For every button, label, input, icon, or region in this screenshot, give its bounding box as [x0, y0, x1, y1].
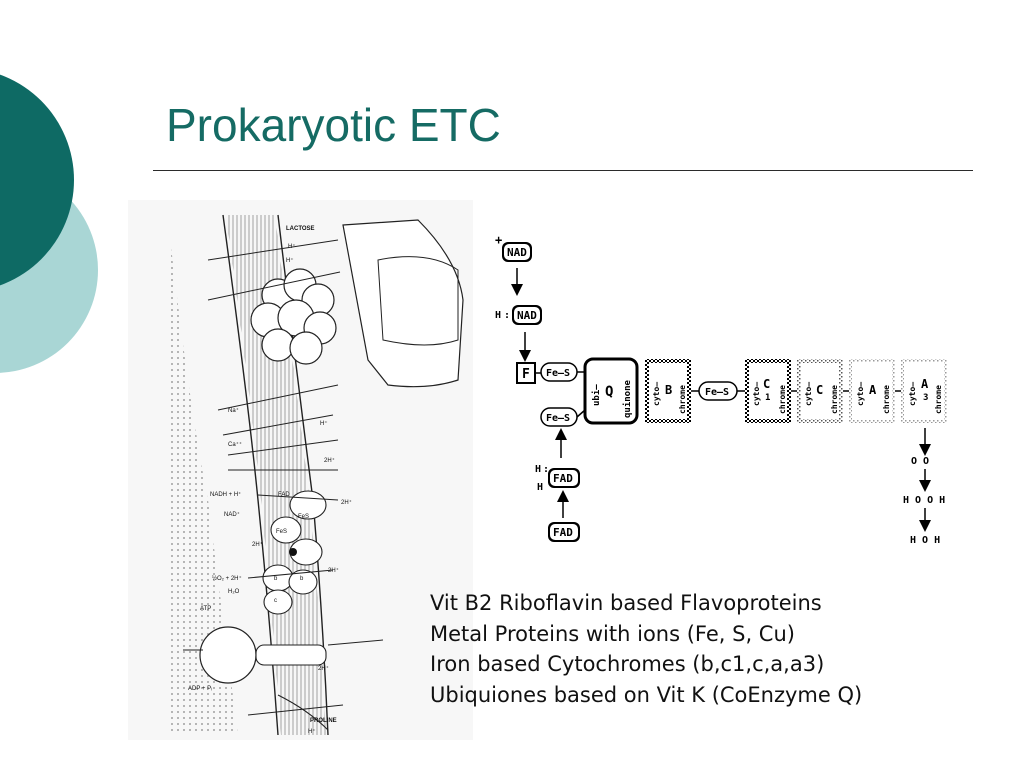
cyto-c-letter: C [816, 383, 823, 397]
bullet-ubiquinones: Ubiquiones based on Vit K (CoEnzyme Q) [430, 682, 863, 707]
label-h-plus-4: H⁺ [308, 728, 316, 735]
fadh-h-2: H [537, 482, 543, 493]
membrane-illustration: LACTOSE H⁺ H⁺ Na⁺ H⁺ Ca⁺⁺ 2H⁺ NADH + H⁺ … [128, 200, 473, 740]
label-2h-plus-5: 2H⁺ [318, 665, 329, 672]
cyto-b-letter: B [665, 383, 672, 397]
cyto-b-chrome-label: chrome [678, 385, 687, 414]
cyto-a-letter: A [869, 383, 877, 397]
ubi-label: ubi– [591, 384, 602, 406]
dark-teal-circle [0, 74, 74, 286]
fes-lower-label: Fe–S [546, 413, 570, 424]
label-b-1: b [274, 576, 278, 582]
svg-text::: : [504, 310, 510, 321]
cyto-a3-subscript: 3 [923, 393, 928, 403]
bullet-list: Vit B2 Riboflavin based Flavoproteins Me… [430, 588, 862, 710]
nadh-h-label: H [495, 310, 501, 321]
cyto-b-cyto-label: cyto– [652, 382, 661, 406]
cyto-a3-cyto-label: cyto– [908, 382, 917, 406]
label-ca-plus: Ca⁺⁺ [228, 441, 242, 448]
svg-text:+: + [495, 233, 502, 247]
nad-plus-label: NAD [507, 246, 527, 259]
fes-middle-label: Fe–S [705, 387, 729, 398]
label-h-plus-1: H⁺ [288, 243, 296, 250]
label-fes-2: FeS [276, 529, 287, 535]
label-o2: ½O₂ + 2H⁺ [212, 575, 242, 582]
cyto-a-cyto-label: cyto– [856, 382, 865, 406]
fadh-h-1: H [535, 464, 541, 475]
label-2h-plus-3: 2H⁺ [252, 541, 263, 548]
electron-transport-chain-diagram: + NAD H : NAD F Fe–S Fe–S ubi– Q quinone… [495, 233, 947, 546]
flavoprotein-f-label: F [522, 367, 530, 382]
label-2h-plus-2: 2H⁺ [341, 499, 352, 506]
cyto-c1-chrome-label: chrome [778, 385, 787, 414]
bullet-metal-proteins: Metal Proteins with ions (Fe, S, Cu) [430, 621, 795, 646]
cyto-c1-subscript: 1 [765, 393, 770, 403]
label-nadh: NADH + H⁺ [210, 491, 241, 498]
label-2h-plus-4: 2H⁺ [328, 567, 339, 574]
label-atp: ATP [200, 606, 211, 612]
decor-circles [0, 74, 98, 373]
cyto-a-chrome-label: chrome [882, 385, 891, 414]
label-c: c [274, 598, 277, 604]
cyto-c1-cyto-label: cyto– [752, 382, 761, 406]
cyto-c-cyto-label: cyto– [804, 382, 813, 406]
bullet-cytochromes: Iron based Cytochromes (b,c1,c,a,a3) [430, 652, 825, 676]
svg-text::: : [543, 464, 549, 475]
bullet-flavoproteins: Vit B2 Riboflavin based Flavoproteins [430, 591, 822, 615]
cyto-c1-letter: C [763, 377, 770, 391]
title-underline [153, 170, 973, 171]
label-na-plus: Na⁺ [228, 407, 239, 414]
label-lactose: LACTOSE [286, 226, 315, 232]
cyto-a3-chrome-label: chrome [934, 385, 943, 414]
fes-top-label: Fe–S [546, 368, 570, 379]
quinone-label: quinone [622, 379, 633, 418]
label-adp: ADP + Pᵢ [188, 686, 212, 692]
label-fes-1: FeS [298, 514, 309, 520]
oxygen-label: O O [911, 456, 929, 467]
nadh-label: NAD [517, 309, 537, 322]
label-fad: FAD [278, 492, 290, 498]
slide-title: Prokaryotic ETC [166, 99, 501, 151]
label-proline: PROLINE [310, 718, 337, 724]
label-nad-plus: NAD⁺ [224, 511, 240, 518]
label-h2o: H₂O [228, 589, 240, 595]
label-h-plus-2: H⁺ [286, 257, 294, 264]
label-h-plus-3: H⁺ [320, 420, 328, 427]
cyto-c-chrome-label: chrome [830, 385, 839, 414]
fad-label: FAD [553, 526, 573, 539]
fadh-label: FAD [553, 472, 573, 485]
q-label: Q [605, 384, 613, 400]
cyto-a3-letter: A [921, 377, 929, 391]
label-2h-plus-1: 2H⁺ [324, 457, 335, 464]
water-label: H O H [910, 535, 940, 546]
hydrogen-peroxide-label: H O O H [903, 495, 945, 506]
label-b-2: b [300, 576, 304, 582]
